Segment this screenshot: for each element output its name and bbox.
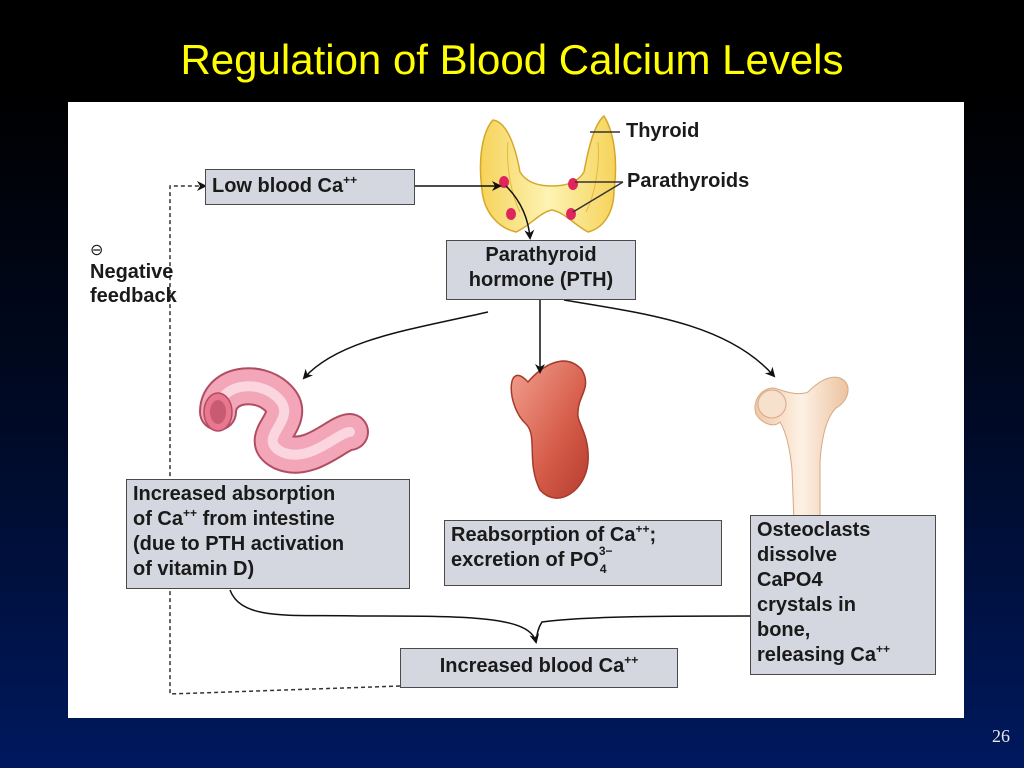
negative-feedback-symbol: ⊖ bbox=[90, 242, 104, 259]
negative-feedback-line1: Negative bbox=[90, 261, 174, 283]
pth-box: Parathyroid hormone (PTH) bbox=[446, 240, 636, 300]
negative-feedback-line2: feedback bbox=[90, 285, 177, 307]
parathyroid-glands bbox=[499, 176, 578, 220]
bone-line6a: releasing Ca bbox=[757, 644, 876, 666]
negative-feedback-label: ⊖ Negative feedback bbox=[90, 242, 177, 308]
arrow-pth-to-intestine bbox=[302, 311, 489, 380]
intestine-line3: (due to PTH activation bbox=[133, 533, 345, 555]
pth-line1: Parathyroid bbox=[485, 244, 597, 266]
arrow-intestine-to-blood bbox=[229, 589, 540, 644]
diagram-artwork bbox=[169, 114, 849, 695]
page-number: 26 bbox=[992, 726, 1010, 746]
negative-feedback-dashed-line bbox=[169, 181, 401, 695]
parathyroid-leader-line-2 bbox=[572, 181, 624, 213]
bone-line5: bone, bbox=[757, 619, 811, 641]
arrow-thyroid-to-pth bbox=[505, 185, 535, 240]
thyroid-gland-illustration bbox=[479, 114, 617, 233]
intestine-line1: Increased absorption bbox=[133, 483, 336, 505]
kidney-line2a: excretion of PO bbox=[451, 549, 599, 571]
pth-line2: hormone (PTH) bbox=[468, 269, 614, 291]
bone-line2: dissolve bbox=[757, 544, 838, 566]
kidney-line1-charge: ++ bbox=[635, 522, 650, 536]
slide-title: Regulation of Blood Calcium Levels bbox=[180, 36, 844, 83]
bone-illustration bbox=[754, 376, 849, 523]
kidney-line1a: Reabsorption of Ca bbox=[451, 524, 636, 546]
intestine-illustration bbox=[199, 367, 369, 474]
kidney-illustration bbox=[510, 360, 589, 499]
bone-line6-charge: ++ bbox=[875, 642, 890, 656]
bone-line3: CaPO4 bbox=[757, 569, 823, 591]
phosphate-subscript: 4 bbox=[599, 561, 607, 576]
calcium-regulation-diagram: Thyroid Parathyroids ⊖ Negative feedback… bbox=[68, 102, 964, 718]
low-blood-calcium-text: Low blood Ca bbox=[212, 175, 344, 197]
bone-line4: crystals in bbox=[757, 594, 856, 616]
arrow-pth-to-bone bbox=[563, 299, 776, 378]
intestine-line4: of vitamin D) bbox=[133, 558, 255, 580]
kidney-line1b: ; bbox=[649, 524, 657, 546]
increased-blood-calcium-text: Increased blood Ca bbox=[439, 655, 625, 677]
intestine-line2b: from intestine bbox=[197, 508, 335, 530]
bone-osteoclasts-box: Osteoclasts dissolve CaPO4 crystals in b… bbox=[750, 515, 936, 675]
thyroid-label: Thyroid bbox=[626, 120, 700, 142]
intestine-line2a: of Ca bbox=[133, 508, 183, 530]
intestine-absorption-box: Increased absorption of Ca++ from intest… bbox=[126, 479, 410, 589]
bone-line1: Osteoclasts bbox=[757, 519, 871, 541]
low-blood-calcium-charge: ++ bbox=[343, 173, 358, 187]
intestine-line2-charge: ++ bbox=[183, 506, 198, 520]
arrow-bone-to-blood bbox=[535, 615, 751, 643]
increased-blood-calcium-charge: ++ bbox=[624, 653, 639, 667]
parathyroids-label: Parathyroids bbox=[627, 170, 750, 192]
increased-blood-calcium-box: Increased blood Ca++ bbox=[400, 648, 678, 688]
low-blood-calcium-box: Low blood Ca++ bbox=[205, 169, 415, 205]
phosphate-charge: 3− bbox=[598, 543, 613, 558]
